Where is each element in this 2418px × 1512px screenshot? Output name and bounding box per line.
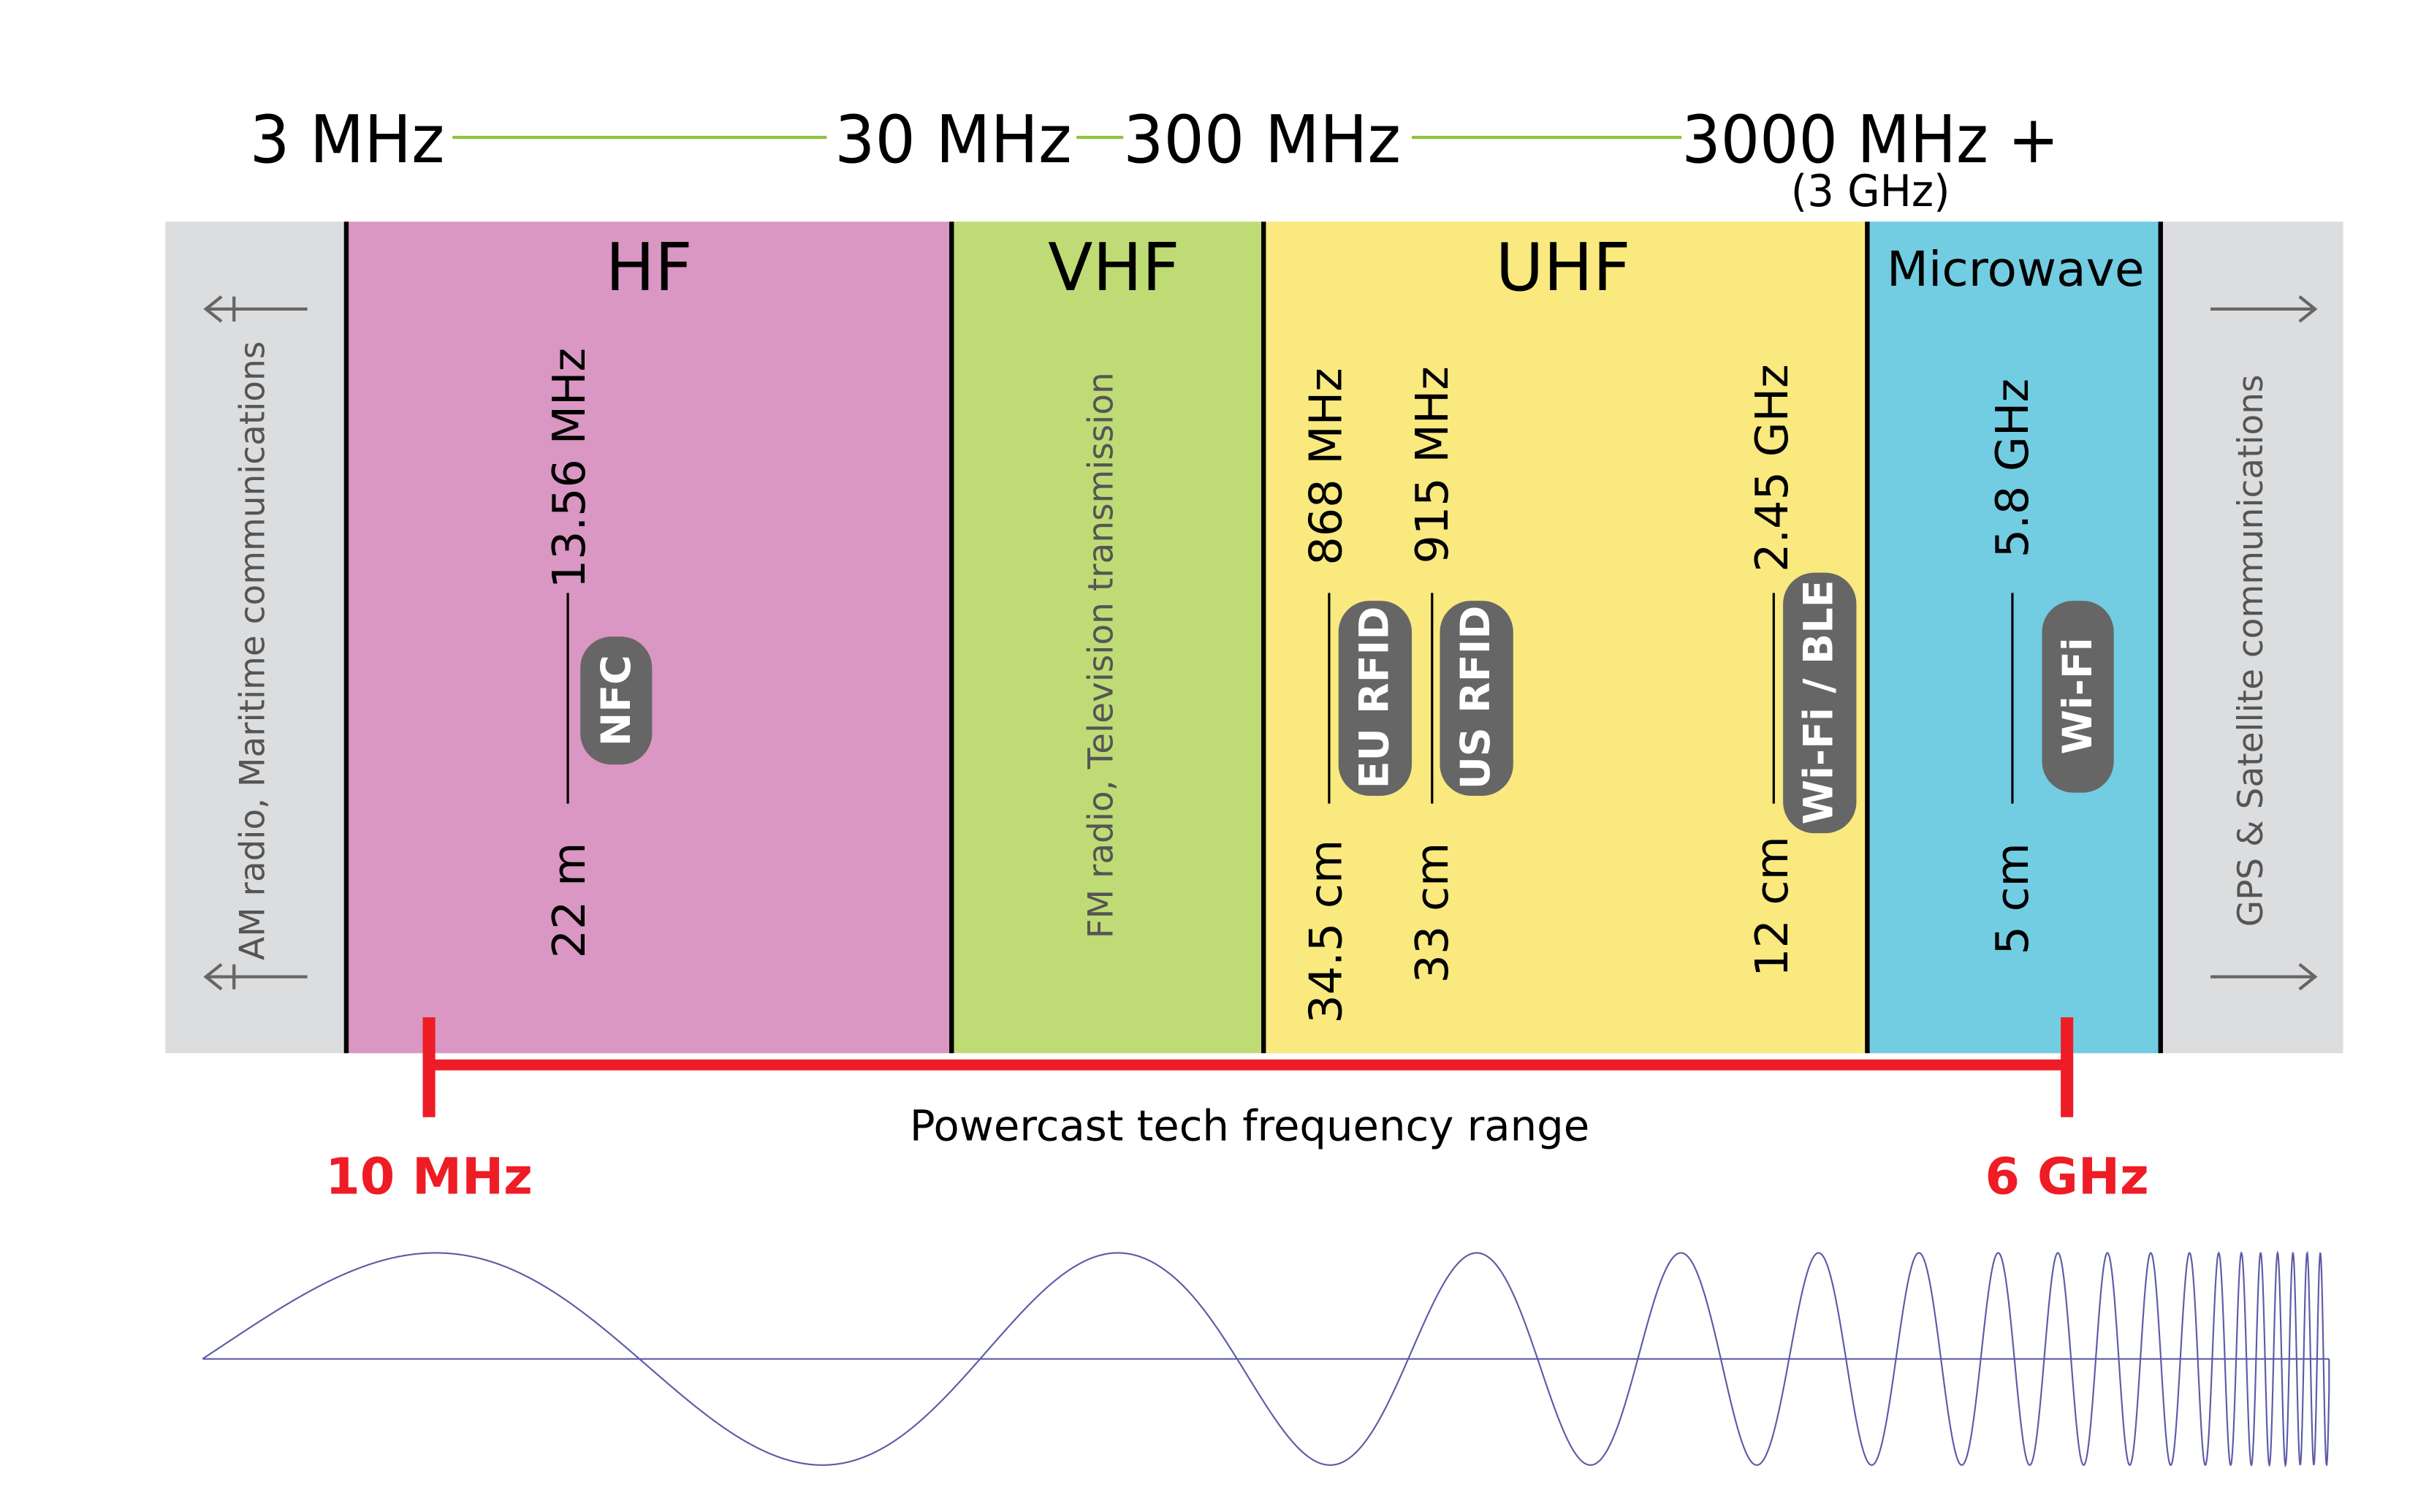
- marker-nfc: 13.56 MHz 22 m NFC: [543, 348, 653, 959]
- arrow-left-icon: [203, 295, 308, 323]
- marker-wavelength: 12 cm: [1746, 836, 1798, 977]
- range-start-tick: [422, 1017, 436, 1117]
- tech-badge: [1783, 572, 1857, 834]
- band-title-hf: HF: [606, 230, 693, 306]
- marker-frequency: 5.8 GHz: [1986, 379, 2039, 558]
- marker-wavelength: 5 cm: [1986, 843, 2039, 954]
- scale-label-30mhz: 30 MHz: [834, 102, 1071, 178]
- frequency-scale: 3 MHz 30 MHz 300 MHz 3000 MHz + (3 GHz): [250, 102, 2059, 217]
- band-title-microwave: Microwave: [1887, 241, 2145, 297]
- band-title-uhf: UHF: [1496, 230, 1631, 306]
- range-start-label: 10 MHz: [325, 1148, 533, 1206]
- marker-wifi-5ghz: 5.8 GHz 5 cm Wi-Fi: [1986, 379, 2114, 955]
- left-arrows: [203, 295, 308, 991]
- marker-frequency: 13.56 MHz: [543, 348, 596, 588]
- arrow-right-icon: [2210, 962, 2318, 991]
- tech-badge: [580, 637, 653, 765]
- marker-wavelength: 34.5 cm: [1300, 840, 1353, 1024]
- tech-badge-label: EU RFID: [1350, 607, 1398, 789]
- wave-illustration: [202, 1250, 2330, 1468]
- band-title-vhf: VHF: [1048, 230, 1179, 306]
- band-vhf: [951, 221, 1264, 1054]
- range-end-label: 6 GHz: [1985, 1148, 2149, 1206]
- range-end-tick: [2061, 1017, 2074, 1117]
- scale-label-300mhz: 300 MHz: [1123, 102, 1401, 178]
- marker-wifi-ble: 2.45 GHz 12 cm Wi-Fi / BLE: [1746, 364, 1857, 977]
- band-hf: [346, 221, 952, 1054]
- marker-wavelength: 22 m: [543, 843, 596, 959]
- scale-label-3mhz: 3 MHz: [250, 102, 445, 178]
- range-label: Powercast tech frequency range: [910, 1101, 1589, 1151]
- tech-badge: [1440, 601, 1513, 796]
- arrow-left-icon: [203, 962, 308, 991]
- band-dividers: [343, 221, 2163, 1054]
- marker-frequency: 2.45 GHz: [1746, 364, 1798, 572]
- tech-badge-label: Wi-Fi: [2054, 637, 2102, 754]
- marker-eu-rfid: 868 MHz 34.5 cm EU RFID: [1300, 368, 1413, 1024]
- scale-sublabel-3ghz: (3 GHz): [1791, 167, 1950, 217]
- tech-badge-label: US RFID: [1452, 606, 1499, 790]
- marker-us-rfid: 915 MHz 33 cm US RFID: [1406, 366, 1513, 983]
- side-label-gps-satellite: GPS & Satellite communications: [2231, 375, 2271, 927]
- marker-frequency: 915 MHz: [1406, 366, 1459, 563]
- marker-wavelength: 33 cm: [1406, 843, 1459, 984]
- scale-label-3000mhz: 3000 MHz +: [1681, 102, 2059, 178]
- side-label-am-maritime: AM radio, Maritime communications: [232, 341, 273, 960]
- range-bar: [429, 1059, 2067, 1071]
- side-label-fm-tv: FM radio, Television transmission: [1081, 372, 1122, 938]
- tech-badge-label: NFC: [593, 655, 640, 746]
- tech-badge-label: Wi-Fi / BLE: [1795, 580, 1843, 824]
- right-arrows: [2210, 295, 2318, 991]
- arrow-right-icon: [2210, 295, 2318, 323]
- powercast-range: Powercast tech frequency range 10 MHz 6 …: [325, 1017, 2149, 1206]
- marker-frequency: 868 MHz: [1300, 368, 1353, 565]
- wave-path: [202, 1250, 2330, 1468]
- marker-lines: [566, 593, 2014, 804]
- tech-badge: [2042, 601, 2114, 793]
- tech-badge: [1338, 601, 1413, 796]
